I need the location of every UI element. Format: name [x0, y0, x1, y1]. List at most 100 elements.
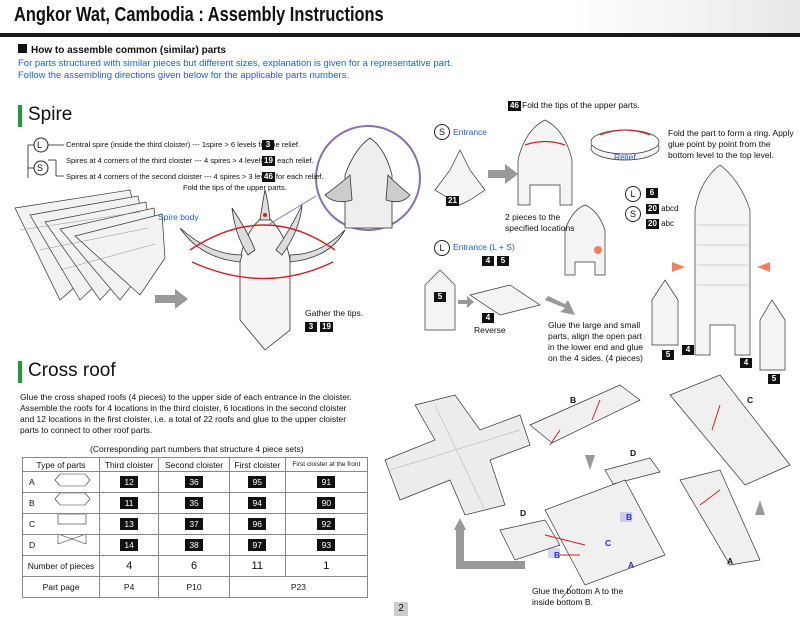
th-second: Second cloister	[158, 457, 230, 472]
row-type: B	[22, 492, 100, 514]
spire-red-arrows	[189, 224, 336, 280]
entrance-s-piece	[434, 149, 486, 206]
label-C1: C	[747, 395, 754, 405]
fold-tag-46: 46	[508, 101, 521, 111]
part-number: 35	[185, 497, 204, 509]
relief-label: Relief	[614, 152, 636, 162]
gather-tag-3: 3	[305, 322, 317, 332]
row-type: D	[22, 534, 100, 556]
table-row: C 13 37 96 92	[22, 513, 369, 535]
tag-4c: 4	[740, 358, 752, 368]
relief-ring	[590, 129, 660, 161]
ring-red-arrow	[599, 129, 651, 136]
gray-arrow-7	[755, 500, 765, 515]
ring-instructions: Fold the part to form a ring. Apply glue…	[668, 128, 794, 160]
square-bullet-icon	[18, 44, 27, 53]
page-cell: P23	[228, 576, 369, 598]
table-cell: 92	[284, 513, 369, 535]
gather-tag-19: 19	[320, 322, 333, 332]
large-size-circle	[33, 137, 49, 153]
table-row: B 11 35 94 90	[22, 492, 369, 514]
part-number: 92	[317, 518, 336, 530]
part-number: 13	[120, 518, 139, 530]
table-cell: 12	[98, 471, 160, 493]
tag-21: 21	[446, 196, 459, 206]
table-row: D 14 38 97 93	[22, 534, 369, 556]
count-cell: 1	[284, 555, 369, 577]
th-first: First cloister	[228, 457, 286, 472]
cross-description: Glue the cross shaped roofs (4 pieces) t…	[20, 392, 380, 436]
gray-arrow-4	[545, 296, 575, 315]
spire-line-4: Fold the tips of the upper parts.	[183, 183, 287, 192]
tag-4b: 4	[682, 345, 694, 355]
part-number: 36	[185, 476, 204, 488]
table-cell: 91	[284, 471, 369, 493]
big-tower	[694, 164, 751, 356]
size-S-letter: S	[37, 163, 44, 173]
table-cell: 35	[158, 492, 230, 514]
gray-arrow-3	[458, 296, 474, 308]
gather-tips-text: Gather the tips.	[305, 308, 364, 318]
small-tower-dot	[594, 246, 602, 254]
spire-body-label: Spire body	[158, 212, 199, 222]
part-number: 14	[120, 539, 139, 551]
tower-red-arrows	[524, 140, 566, 146]
tag-5b: 5	[662, 350, 674, 360]
row-type: A	[22, 471, 100, 493]
part-number: 38	[185, 539, 204, 551]
reverse-label: Reverse	[474, 325, 506, 335]
cross-parts	[499, 374, 791, 586]
entrance-ls-label: Entrance (L + S)	[453, 242, 515, 252]
spire-bracket	[27, 144, 64, 178]
page-label: Part page	[22, 576, 100, 598]
table-cell: 38	[158, 534, 230, 556]
tower-S-tag-1-suffix: abcd	[661, 204, 679, 213]
tag-4a: 4	[482, 313, 494, 323]
count-label: Number of pieces	[22, 555, 100, 577]
spire-tag-46: 46	[262, 172, 275, 182]
part-number: 93	[317, 539, 336, 551]
part-number: 12	[120, 476, 139, 488]
tower-S-tag-2-suffix: abc	[661, 219, 675, 228]
cross-section-title: Cross roof	[28, 360, 116, 381]
table-cell: 97	[228, 534, 286, 556]
orange-arrow-right	[757, 262, 770, 272]
table-cell: 13	[98, 513, 160, 535]
part-number: 91	[317, 476, 336, 488]
label-C2: C	[605, 538, 612, 548]
gray-arrow-2	[488, 164, 518, 184]
table-cell: 93	[284, 534, 369, 556]
ls-tag-4: 4	[482, 256, 494, 266]
table-cell: 37	[158, 513, 230, 535]
glue-bottom-text: Glue the bottom A to the inside bottom B…	[532, 586, 624, 607]
tower-S-tag-2: 20	[646, 219, 659, 229]
cross-section-bar	[18, 361, 22, 383]
orange-arrow-left	[672, 262, 685, 272]
spire-body	[179, 189, 346, 351]
part-number: 96	[248, 518, 267, 530]
page-row: Part page P4 P10 P23	[22, 576, 369, 598]
ls-tag-5: 5	[497, 256, 509, 266]
spire-tag-3: 3	[262, 140, 274, 150]
spire-section-title: Spire	[28, 104, 73, 125]
label-D2: D	[520, 508, 527, 518]
small-size-circle	[33, 160, 49, 176]
spire-tag-19: 19	[262, 156, 275, 166]
tower-S-tags-2: 20 abc	[646, 219, 674, 229]
table-cell: 95	[228, 471, 286, 493]
entrance-ls-circle: L	[434, 240, 450, 256]
intro-line-2: Follow the assembling directions given b…	[18, 70, 350, 81]
table-caption: (Corresponding part numbers that structu…	[90, 444, 304, 454]
spire-line-3: Spires at 4 corners of the second cloist…	[66, 172, 324, 181]
cross-roof-lines	[389, 404, 521, 511]
spire-fan-pieces	[14, 189, 166, 301]
table-row: A 12 36 95 91	[22, 471, 369, 493]
label-B1: B	[570, 395, 577, 405]
tower-L-circle: L	[625, 186, 641, 202]
page-cell: P4	[98, 576, 160, 598]
gray-arrow-5-head	[454, 518, 466, 530]
side-entrances	[651, 279, 786, 371]
page-number: 2	[394, 602, 408, 616]
tag-5c: 5	[768, 374, 780, 384]
title-rule	[0, 33, 800, 37]
